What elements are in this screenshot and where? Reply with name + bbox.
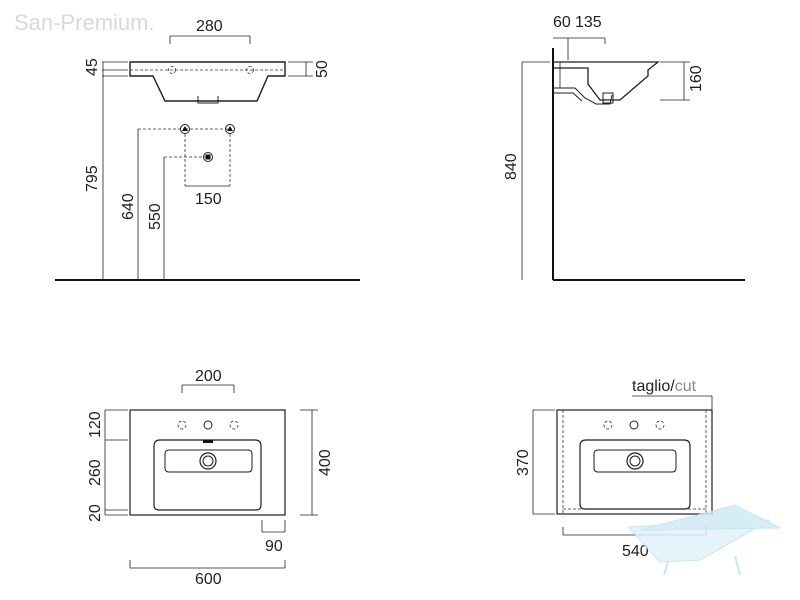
dim-top-90: 90 xyxy=(265,538,283,555)
dim-front-280: 280 xyxy=(196,18,223,35)
dim-top-260: 260 xyxy=(87,459,104,486)
top-view: 200 120 260 20 400 90 600 xyxy=(87,368,334,588)
dim-top-20: 20 xyxy=(87,504,104,522)
drain-icon xyxy=(199,452,217,470)
dim-cut-370: 370 xyxy=(515,449,532,476)
dim-front-550: 550 xyxy=(147,203,164,230)
basin-bowl-outline xyxy=(153,439,262,511)
dim-top-600: 600 xyxy=(195,571,222,588)
basin-top-outline xyxy=(129,409,286,516)
dim-front-150: 150 xyxy=(195,191,222,208)
supply-valve-icon xyxy=(180,124,190,134)
dim-side-60: 60 xyxy=(553,14,571,31)
dim-front-640: 640 xyxy=(120,193,137,220)
dim-front-45: 45 xyxy=(84,58,101,76)
cut-label-alt: cut xyxy=(675,378,697,395)
bathtub-logo-icon xyxy=(626,504,781,576)
basin-side-profile xyxy=(553,61,660,101)
supply-valve-icon xyxy=(225,124,235,134)
front-view: 280 45 50 795 640 550 xyxy=(55,18,360,281)
dim-side-135: 135 xyxy=(575,14,602,31)
drain-outlet-icon xyxy=(203,152,213,162)
cut-label-main: taglio/ xyxy=(632,378,675,395)
dim-top-400: 400 xyxy=(317,449,334,476)
basin-front-profile xyxy=(129,61,286,102)
watermark-text: San-Premium. xyxy=(14,10,155,35)
dim-front-795: 795 xyxy=(84,165,101,192)
cut-label: taglio/cut xyxy=(632,378,697,395)
cut-view: taglio/cut 370 540 xyxy=(515,378,713,560)
side-view: 60 135 160 840 xyxy=(503,14,745,281)
dim-top-120: 120 xyxy=(87,411,104,438)
drain-icon xyxy=(626,452,644,470)
dim-top-200: 200 xyxy=(195,368,222,385)
dim-cut-540: 540 xyxy=(622,543,649,560)
dim-side-840: 840 xyxy=(503,153,520,180)
dim-front-50: 50 xyxy=(314,60,331,78)
dim-side-160: 160 xyxy=(688,65,705,92)
basin-cut-outline xyxy=(556,409,713,515)
